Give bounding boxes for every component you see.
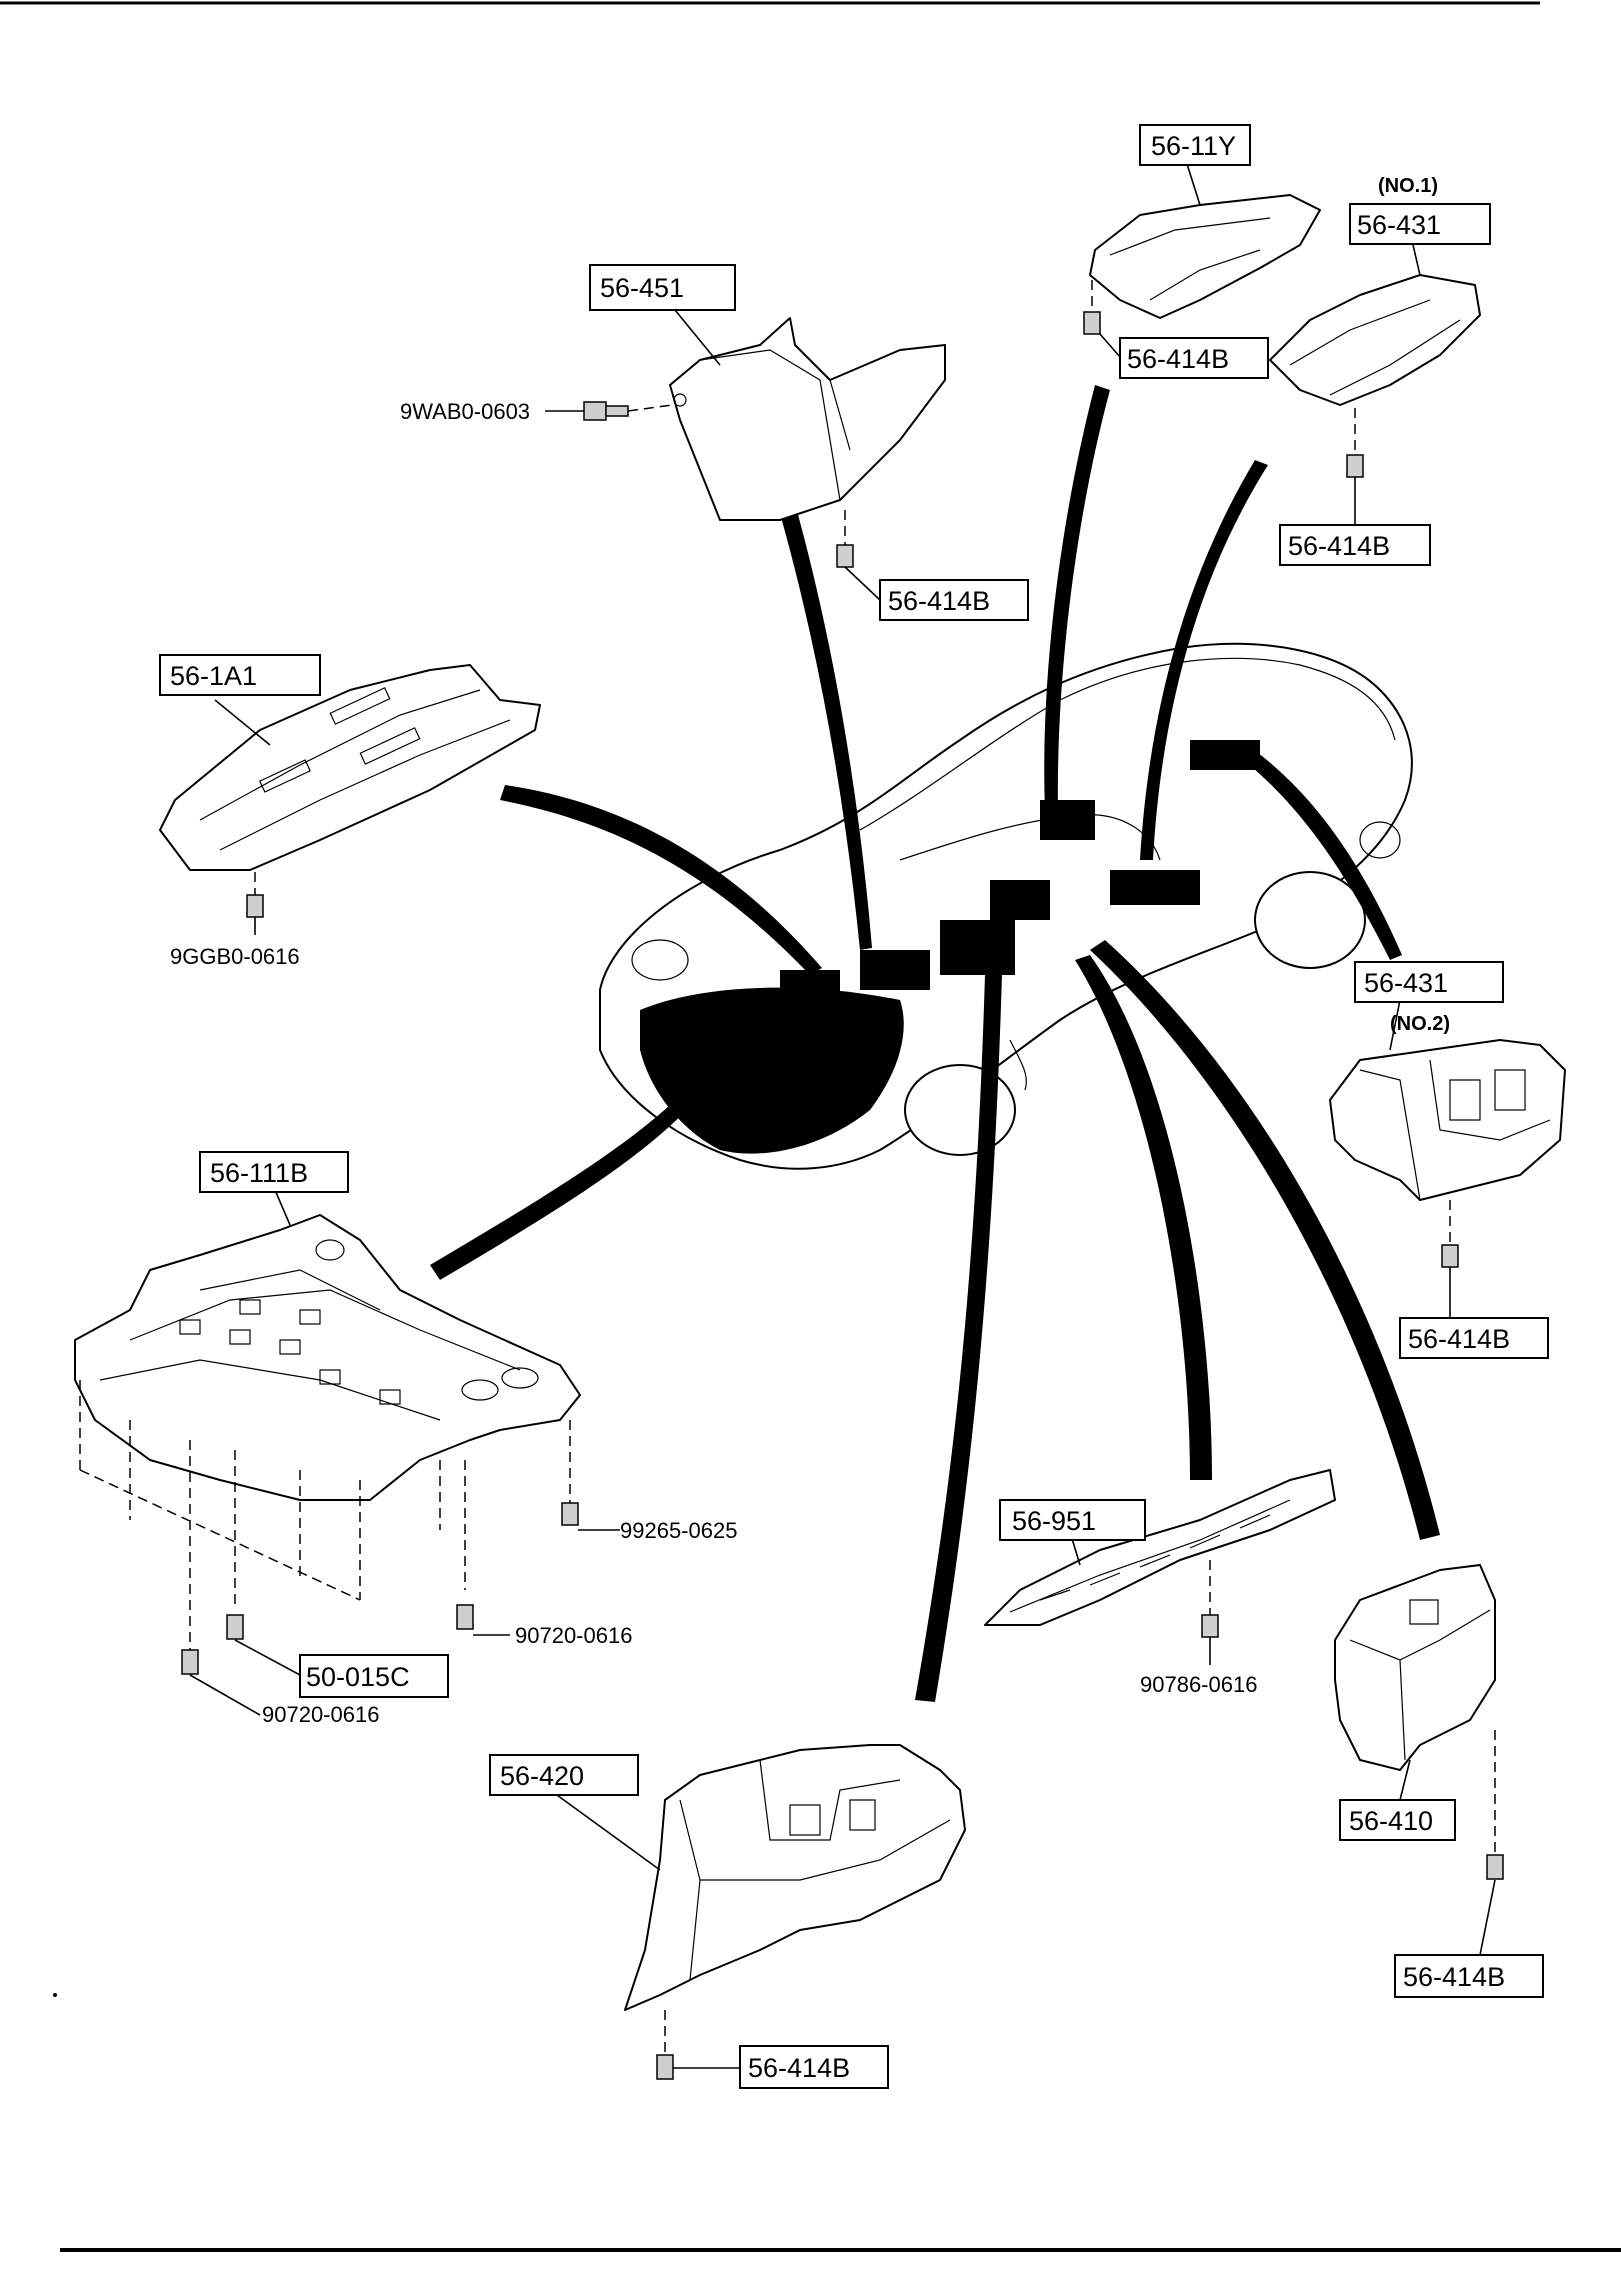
callout-90720-0616-a: 90720-0616	[515, 1623, 632, 1648]
callout-56-414b-e: 56-414B	[748, 2053, 850, 2083]
part-56-431-no1: (NO.1) 56-431 56-414B	[1269, 175, 1491, 566]
callout-56-414b-b: 56-414B	[888, 586, 990, 616]
callout-56-431-b-box	[1354, 961, 1504, 1003]
callout-56-414b-b-box	[879, 579, 1029, 621]
callout-56-111b: 56-111B	[210, 1158, 308, 1188]
callout-9ggb0-0616: 9GGB0-0616	[170, 944, 300, 969]
callout-56-414b-d: 56-414B	[1408, 1324, 1510, 1354]
callout-56-11y-box	[1139, 124, 1251, 166]
callout-56-431-a-box	[1349, 203, 1491, 245]
part-56-951: 56-951 90786-0616	[984, 1469, 1336, 1697]
callout-56-451: 56-451	[600, 273, 684, 303]
callout-group-56-414b-a: 56-414B	[1099, 333, 1269, 379]
pointer-arrows	[430, 370, 1440, 1702]
callout-56-431-a: 56-431	[1357, 210, 1441, 240]
callout-56-414b-e-box	[739, 2045, 889, 2089]
callout-no2: (NO.2)	[1390, 1013, 1450, 1035]
callout-90786-0616: 90786-0616	[1140, 1672, 1257, 1697]
callout-56-951: 56-951	[1012, 1506, 1096, 1536]
callout-50-015c: 50-015C	[306, 1662, 410, 1692]
callout-56-414b-a: 56-414B	[1127, 344, 1229, 374]
callout-56-414b-c-box	[1279, 524, 1431, 566]
part-56-11y: 56-11Y	[1083, 124, 1321, 335]
part-56-451: 56-451 9WAB0-0603 56-414B	[400, 264, 1029, 621]
callout-56-410-box	[1339, 1799, 1456, 1841]
callout-56-414b-d-box	[1399, 1317, 1549, 1359]
callout-56-414b-f-box	[1394, 1954, 1544, 1998]
callout-56-420: 56-420	[500, 1761, 584, 1791]
callout-56-410: 56-410	[1349, 1806, 1433, 1836]
callout-56-420-box	[489, 1754, 639, 1796]
callout-9wab0-0603: 9WAB0-0603	[400, 399, 530, 424]
part-56-111b: 56-111B 99265-0625 90720-0616 50-015C 90…	[74, 1151, 737, 1727]
part-56-420: 56-420 56-414B	[489, 1744, 966, 2089]
car-illustration	[599, 642, 1413, 1170]
callout-56-414b-c: 56-414B	[1288, 531, 1390, 561]
callout-56-11y: 56-11Y	[1151, 131, 1236, 161]
callout-50-015c-box	[299, 1654, 449, 1698]
callout-56-414b-a-box	[1119, 337, 1269, 379]
front-undercover-shading	[640, 987, 904, 1154]
front-wheel	[904, 1064, 1016, 1156]
part-56-1a1: 56-1A1 9GGB0-0616	[159, 654, 541, 969]
callout-90720-0616-b: 90720-0616	[262, 1702, 379, 1727]
callout-56-111b-box	[199, 1151, 349, 1193]
rear-wheel	[1254, 871, 1366, 969]
callout-56-431-b: 56-431	[1364, 968, 1448, 998]
callout-56-1a1-box	[159, 654, 321, 696]
callout-99265-0625: 99265-0625	[620, 1518, 737, 1543]
part-56-431-no2: 56-431 (NO.2) 56-414B	[1329, 961, 1566, 1359]
part-56-410: 56-410 56-414B	[1334, 1564, 1544, 1998]
scan-speck	[53, 1993, 57, 1997]
callout-56-451-box	[589, 264, 736, 311]
callout-56-1a1: 56-1A1	[170, 661, 257, 691]
callout-56-414b-f: 56-414B	[1403, 1962, 1505, 1992]
callout-no1: (NO.1)	[1378, 175, 1438, 197]
callout-56-951-box	[999, 1499, 1146, 1541]
